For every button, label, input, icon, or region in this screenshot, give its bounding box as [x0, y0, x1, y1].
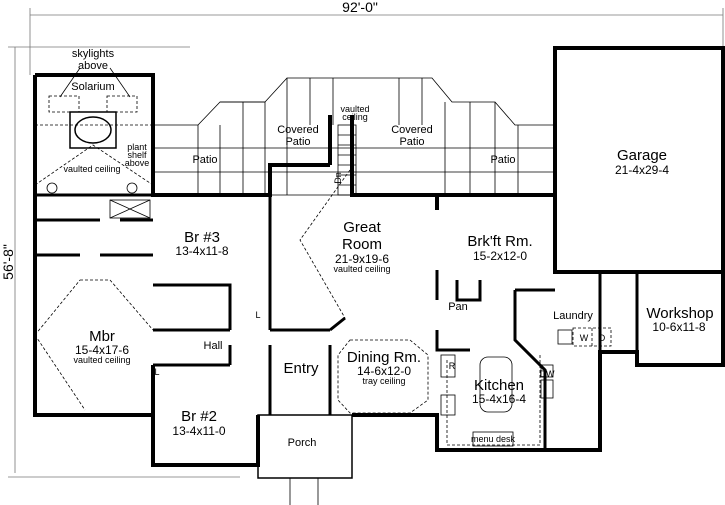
solarium-details	[34, 67, 154, 411]
plant-shelf-note-3: above	[125, 158, 150, 168]
dining-note: tray ceiling	[362, 376, 405, 386]
width-dimension: 92'-0"	[342, 0, 378, 15]
br2-label: Br #2	[181, 408, 217, 425]
depth-dimension: 56'-8"	[0, 244, 16, 280]
br2-size: 13-4x11-0	[172, 424, 225, 438]
workshop-size: 10-6x11-8	[652, 320, 705, 334]
plant-shelf-note-2: shelf	[127, 150, 147, 160]
porch-label: Porch	[288, 437, 317, 449]
kitchen-size: 15-4x16-4	[472, 392, 526, 406]
pantry-label: Pan	[448, 301, 468, 313]
skylights-note-2: above	[78, 60, 108, 72]
linen-closet-label: L	[255, 310, 260, 320]
br3-label: Br #3	[184, 229, 220, 246]
plant-shelf-note: plant	[127, 142, 147, 152]
br3-size: 13-4x11-8	[175, 244, 228, 258]
stair-vault-note-2: ceiling	[342, 112, 368, 122]
patio-right-label: Patio	[490, 154, 515, 166]
brkft-label: Brk'ft Rm.	[467, 233, 532, 250]
dimension-lines	[8, 8, 724, 478]
solarium-label: Solarium	[71, 81, 114, 93]
dining-size: 14-6x12-0	[357, 364, 411, 378]
solarium-vault-note: vaulted ceiling	[63, 164, 120, 174]
hot-tub	[74, 116, 112, 144]
stair-dn: Dn	[333, 172, 343, 184]
great-room-label-2: Room	[342, 236, 382, 253]
great-room-size: 21-9x19-6	[335, 252, 389, 266]
great-room-note: vaulted ceiling	[333, 264, 390, 274]
great-room-label: Great	[343, 219, 381, 236]
patio-left-label: Patio	[192, 154, 217, 166]
stair	[337, 124, 357, 196]
brkft-size: 15-2x12-0	[473, 249, 527, 263]
stair-vault-note: vaulted	[340, 104, 369, 114]
dining-label: Dining Rm.	[347, 349, 421, 366]
linen-closet-label-2: L	[154, 367, 159, 377]
mbr-label: Mbr	[89, 328, 115, 345]
annotations: skylights above plant shelf above vaulte…	[63, 48, 369, 184]
refrigerator-label: R	[449, 361, 456, 371]
exterior-walls	[33, 46, 725, 505]
fixture-labels: menu desk W D DW R L L	[154, 310, 605, 444]
laundry-label: Laundry	[553, 310, 593, 322]
dining-tray	[337, 339, 429, 414]
washer-label: W	[580, 333, 589, 343]
great-room-vault	[299, 169, 351, 319]
room-labels: Solarium Patio Covered Patio Covered Pat…	[71, 81, 713, 449]
mbr-note: vaulted ceiling	[73, 355, 130, 365]
dishwasher-label: DW	[540, 369, 555, 379]
menu-desk-label: menu desk	[471, 434, 516, 444]
kitchen-label: Kitchen	[474, 377, 524, 394]
covered-patio-left-label-2: Patio	[285, 136, 310, 148]
kitchen-fixtures	[440, 327, 612, 447]
covered-patio-left-label: Covered	[277, 124, 319, 136]
skylights-note: skylights	[72, 48, 115, 60]
interior-walls	[35, 193, 639, 450]
workshop-label: Workshop	[646, 305, 713, 322]
dryer-label: D	[599, 333, 606, 343]
entry-label: Entry	[283, 360, 319, 377]
covered-patio-right-label: Covered	[391, 124, 433, 136]
covered-patio-right-label-2: Patio	[399, 136, 424, 148]
garage-label: Garage	[617, 147, 667, 164]
garage-size: 21-4x29-4	[615, 163, 669, 177]
hall-label: Hall	[204, 340, 223, 352]
mbr-size: 15-4x17-6	[75, 343, 129, 357]
